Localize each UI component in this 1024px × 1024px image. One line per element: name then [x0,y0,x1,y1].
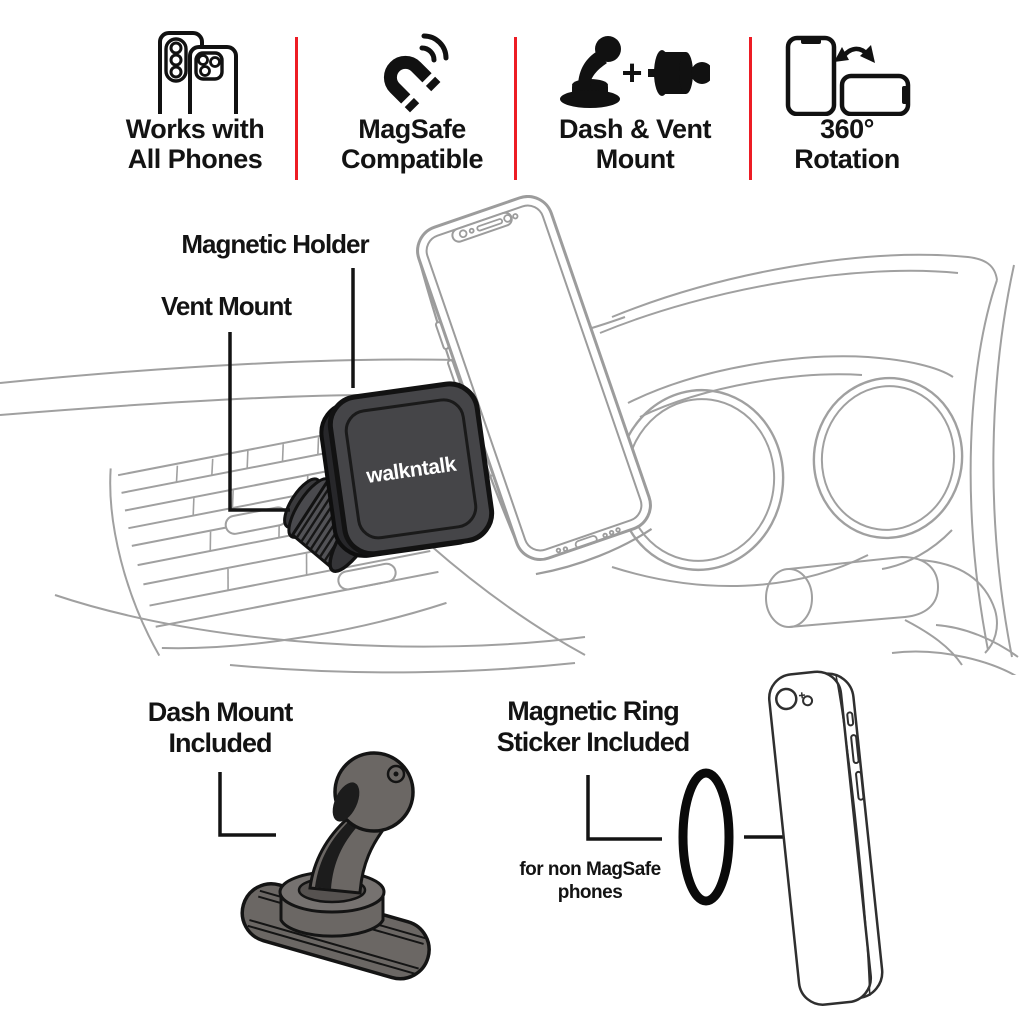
ring-sticker-included-label: Magnetic Ring Sticker Included [463,696,723,758]
included-items-scene [218,670,884,1006]
feature-2-line1: MagSafe [358,114,466,144]
ring-line2: Sticker Included [496,727,691,757]
dash-mount-line2: Included [168,728,272,758]
ring-note-label: for non MagSafe phones [480,858,700,904]
feature-label-rotation: 360° Rotation [737,114,957,174]
phone-back-button [846,711,855,727]
phone-side-button [434,321,450,350]
phone-back-button [850,734,860,765]
red-divider-2 [514,37,517,180]
mounted-phone [416,195,653,576]
feature-3-line1: Dash & Vent [558,114,712,144]
vent-mount-label: Vent Mount [160,291,292,321]
phone-back-illustration [767,670,884,1006]
magnetic-ring-illustration [678,768,734,906]
magsafe-magnet-icon [383,33,449,113]
dash-mount-included-label: Dash Mount Included [110,697,330,759]
feature-label-dash-vent: Dash & Vent Mount [525,114,745,174]
ring-note-line2: phones [557,882,623,903]
air-vent-grille [109,429,447,657]
feature-4-line1: 360° [820,114,874,144]
vent-mount-leader [228,332,290,512]
feature-3-line2: Mount [595,144,675,174]
phone-back-button [855,770,865,801]
dash-vent-icon: + [560,36,710,108]
phone-back-camera [775,687,814,711]
rotation-icon [785,35,911,116]
feature-1-line1: Works with [125,114,265,144]
feature-1-line2: All Phones [127,144,263,174]
callout-leader-lines [228,268,355,512]
ring-line1: Magnetic Ring [507,696,680,726]
feature-2-line2: Compatible [340,144,484,174]
feature-label-works-with: Works with All Phones [85,114,305,174]
ring-leader [586,775,662,841]
dash-mount-leader [218,772,276,837]
feature-4-line2: Rotation [794,144,900,174]
dash-mount-line1: Dash Mount [147,697,293,727]
feature-row: + Works with All Phones MagSafe Compatib… [0,0,1024,190]
red-divider-1 [295,37,298,180]
red-divider-3 [749,37,752,180]
dash-mount-illustration [240,751,431,981]
plus-glyph: + [621,52,642,93]
car-dashboard-scene: walkntalk [0,195,1019,675]
phones-icon [158,31,238,114]
feature-label-magsafe: MagSafe Compatible [302,114,522,174]
ring-note-line1: for non MagSafe [519,859,661,880]
magnetic-holder-label: Magnetic Holder [181,229,369,259]
magnetic-holder-pad: walkntalk [319,381,495,558]
